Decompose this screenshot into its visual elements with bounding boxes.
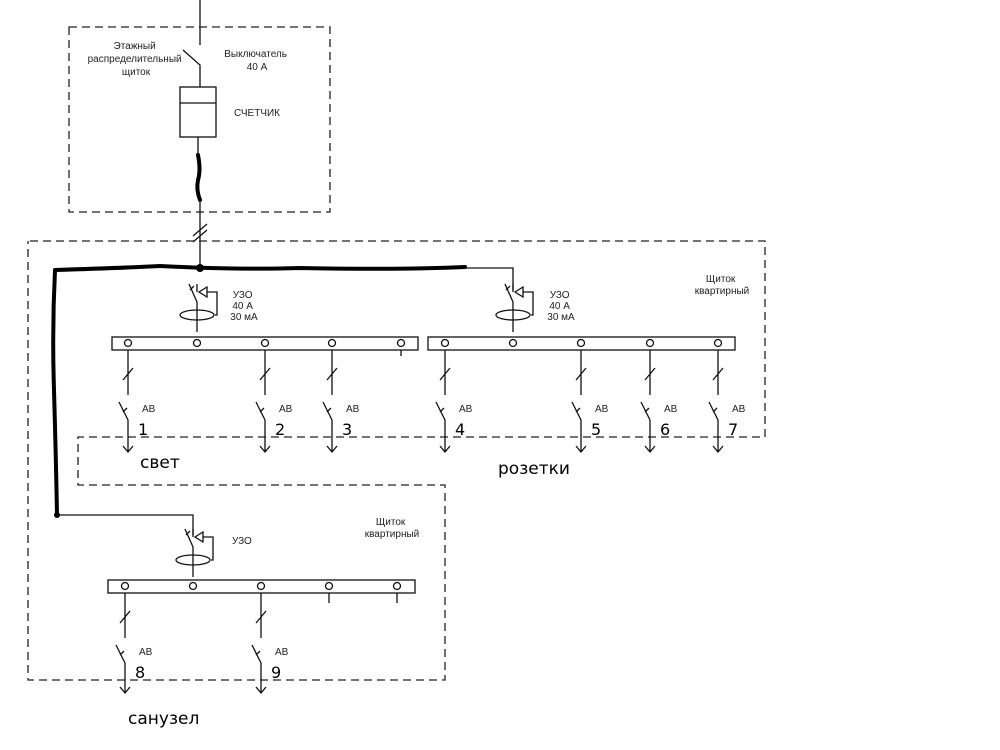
breaker-label: АВ bbox=[139, 647, 153, 658]
cable-thick-left bbox=[51, 268, 59, 517]
rcd-label-line: УЗО bbox=[550, 290, 570, 301]
junction-dot bbox=[196, 264, 204, 272]
busbar-terminal bbox=[123, 338, 133, 348]
feeder-line-1 bbox=[118, 350, 134, 454]
feeder-line-4 bbox=[435, 350, 451, 454]
breaker-label: АВ bbox=[275, 647, 289, 658]
feeder-line-8 bbox=[115, 593, 131, 695]
cable-thin bbox=[57, 267, 514, 535]
rcd-label-line: 30 мА bbox=[230, 312, 258, 323]
circuit-number-9: 9 bbox=[271, 663, 281, 682]
feeder-line-3 bbox=[322, 350, 338, 454]
circuit-number-3: 3 bbox=[342, 420, 352, 439]
rcd-label-line: 40 А bbox=[232, 301, 253, 312]
apartment-panel-top-label: Щиток квартирный bbox=[695, 274, 750, 297]
breaker-label: АВ bbox=[595, 404, 609, 415]
circuit-number-6: 6 bbox=[660, 420, 670, 439]
circuit-number-5: 5 bbox=[591, 420, 601, 439]
group-sockets-label: розетки bbox=[498, 459, 570, 479]
main-switch-label: Выключатель 40 А bbox=[224, 49, 290, 73]
busbar-terminal bbox=[192, 338, 202, 348]
busbar-terminal bbox=[188, 581, 198, 591]
busbar-terminal bbox=[120, 581, 130, 591]
breaker-label: АВ bbox=[142, 404, 156, 415]
busbar-terminal bbox=[576, 338, 586, 348]
panel-label-line: Щиток bbox=[376, 517, 406, 528]
rcd-right-symbol bbox=[504, 283, 534, 332]
circuit-number-4: 4 bbox=[455, 420, 465, 439]
rcd-label-line: УЗО bbox=[233, 290, 253, 301]
busbar-terminal bbox=[713, 338, 723, 348]
busbar-terminal bbox=[260, 338, 270, 348]
rcd-right-transformer bbox=[495, 309, 531, 321]
breaker-label: АВ bbox=[732, 404, 746, 415]
busbar-terminal bbox=[440, 338, 450, 348]
busbar-terminal bbox=[396, 338, 406, 348]
circuit-number-1: 1 bbox=[138, 420, 148, 439]
rcd-label-line: 30 мА bbox=[547, 312, 575, 323]
rcd-label-line: 40 А bbox=[549, 301, 570, 312]
rcd-bottom-symbol bbox=[184, 528, 214, 577]
busbar-group bbox=[107, 336, 736, 594]
main-switch-label-line: 40 А bbox=[247, 62, 268, 73]
panel-label-line: квартирный bbox=[365, 529, 420, 540]
breaker-label: АВ bbox=[459, 404, 473, 415]
feeder-line-6 bbox=[640, 350, 656, 454]
breaker-label: АВ bbox=[346, 404, 360, 415]
feeder-line-7 bbox=[708, 350, 724, 454]
rcd-left-transformer bbox=[179, 309, 215, 321]
apartment-panel-bottom-label: Щиток квартирный bbox=[365, 517, 420, 540]
busbar-terminal bbox=[324, 581, 334, 591]
breaker-label: АВ bbox=[279, 404, 293, 415]
junction-dot bbox=[54, 512, 60, 518]
meter-label: СЧЕТЧИК bbox=[234, 108, 280, 119]
floor-panel-label: Этажный распределительный щиток bbox=[88, 41, 185, 78]
rcd-right-label: УЗО 40 А 30 мА bbox=[547, 290, 575, 323]
rcd-left-label: УЗО 40 А 30 мА bbox=[230, 290, 258, 323]
feeder-line-2 bbox=[255, 350, 271, 454]
riser-line bbox=[192, 200, 208, 268]
group-light-label: свет bbox=[140, 453, 180, 473]
rcd-group bbox=[175, 283, 534, 577]
busbar-terminal bbox=[645, 338, 655, 348]
busbar-terminal bbox=[256, 581, 266, 591]
circuit-number-7: 7 bbox=[728, 420, 738, 439]
busbar-terminal bbox=[327, 338, 337, 348]
panel-label-line: Щиток bbox=[706, 274, 736, 285]
feeder-line-5 bbox=[571, 350, 587, 454]
floor-panel-label-line: распределительный bbox=[88, 54, 182, 65]
rcd-left-symbol bbox=[188, 283, 218, 332]
floor-panel-label-line: щиток bbox=[122, 67, 151, 78]
main-switch-label-line: Выключатель bbox=[224, 49, 287, 60]
rcd-bottom-label: УЗО bbox=[232, 536, 252, 547]
circuit-number-2: 2 bbox=[275, 420, 285, 439]
busbar-terminal bbox=[392, 581, 402, 591]
group-bathroom-label: санузел bbox=[128, 709, 199, 729]
apartment-panel-top-boundary bbox=[27, 240, 766, 681]
cable-thick-riser bbox=[195, 153, 202, 202]
input-line bbox=[182, 0, 201, 155]
floor-panel-label-line: Этажный bbox=[114, 41, 156, 52]
busbar-terminal bbox=[508, 338, 518, 348]
feeder-line-9 bbox=[251, 593, 267, 695]
meter-symbol bbox=[179, 86, 217, 138]
rcd-bottom-transformer bbox=[175, 554, 211, 566]
panel-label-line: квартирный bbox=[695, 286, 750, 297]
circuit-number-8: 8 bbox=[135, 663, 145, 682]
cable-thick-main bbox=[53, 263, 467, 272]
breaker-label: АВ bbox=[664, 404, 678, 415]
